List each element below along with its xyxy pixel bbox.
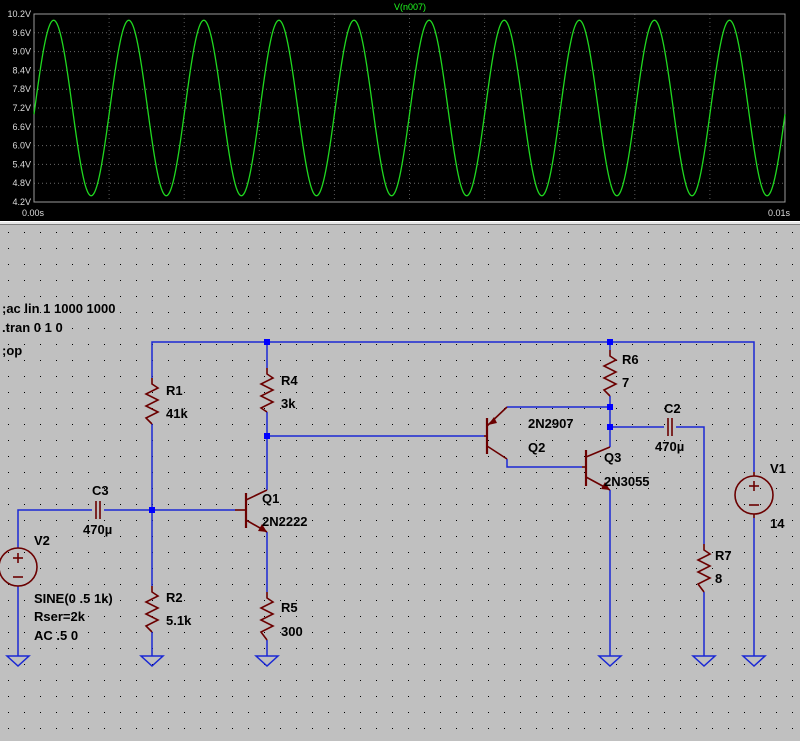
label-v2-rser: Rser=2k [34, 609, 86, 624]
x-axis-start-label: 0.00s [22, 208, 45, 218]
schematic-canvas[interactable]: ;ac lin 1 1000 1000 .tran 0 1 0 ;op [0, 225, 800, 736]
label-q3-name: Q3 [604, 450, 621, 465]
directive-ac[interactable]: ;ac lin 1 1000 1000 [2, 301, 115, 316]
label-c3-name: C3 [92, 483, 109, 498]
label-v2-ac: AC .5 0 [34, 628, 78, 643]
ground-symbol-q3 [597, 655, 623, 668]
label-r4-name: R4 [281, 373, 298, 388]
label-c3-value: 470µ [83, 522, 112, 537]
label-q3-value: 2N3055 [604, 474, 650, 489]
trace-v-n007 [33, 19, 786, 197]
wire-supply-rail [151, 341, 755, 472]
resistor-r5[interactable] [259, 592, 275, 641]
y-tick-label: 10.2V [7, 9, 31, 19]
y-tick-label: 4.8V [12, 178, 31, 188]
transistor-q1[interactable] [235, 489, 268, 533]
capacitor-c3[interactable] [95, 501, 101, 519]
plot-frame [33, 13, 786, 203]
label-r7-value: 8 [715, 571, 722, 586]
directive-op[interactable]: ;op [2, 343, 22, 358]
plot-grid [34, 13, 785, 203]
voltage-source-v2[interactable] [0, 547, 38, 587]
label-r1-name: R1 [166, 383, 183, 398]
y-tick-label: 6.0V [12, 141, 31, 151]
label-r1-value: 41k [166, 406, 188, 421]
ground-symbol-r2 [139, 655, 165, 668]
label-r6-value: 7 [622, 375, 629, 390]
wire-q2-q3-base [506, 459, 582, 468]
junctions [149, 339, 613, 513]
label-q2-value: 2N2907 [528, 416, 574, 431]
pane-splitter[interactable] [0, 221, 800, 225]
resistor-r1[interactable] [144, 378, 160, 425]
wire-v2-c3 [17, 509, 92, 548]
label-r2-name: R2 [166, 590, 183, 605]
label-q2-name: Q2 [528, 440, 545, 455]
waveform-plot-pane[interactable]: 10.2V 9.6V 9.0V 8.4V 7.8V 7.2V 6.6V 6.0V 5.4V 4.8… [0, 0, 800, 221]
resistor-r4[interactable] [259, 368, 275, 413]
label-r6-name: R6 [622, 352, 639, 367]
label-r7-name: R7 [715, 548, 732, 563]
directive-tran[interactable]: .tran 0 1 0 [2, 320, 63, 335]
transistor-q3[interactable] [582, 446, 611, 491]
schematic-grid-dots [0, 225, 800, 736]
resistor-r6[interactable] [602, 350, 618, 397]
ground-symbol-v1 [741, 655, 767, 668]
label-c2-name: C2 [664, 401, 681, 416]
y-tick-label: 7.8V [12, 84, 31, 94]
ground-symbol-r5 [254, 655, 280, 668]
voltage-source-v1[interactable] [734, 472, 774, 518]
label-v1-name: V1 [770, 461, 786, 476]
label-q1-name: Q1 [262, 491, 279, 506]
label-r2-value: 5.1k [166, 613, 192, 628]
waveform-plot[interactable]: 10.2V 9.6V 9.0V 8.4V 7.8V 7.2V 6.6V 6.0V 5.4V 4.8… [0, 0, 800, 221]
label-q1-value: 2N2222 [262, 514, 308, 529]
y-tick-label: 9.0V [12, 47, 31, 57]
y-tick-label: 5.4V [12, 159, 31, 169]
y-tick-label: 4.2V [12, 197, 31, 207]
label-r5-value: 300 [281, 624, 303, 639]
y-axis-tick-labels: 10.2V 9.6V 9.0V 8.4V 7.8V 7.2V 6.6V 6.0V 5.4V 4.8… [7, 9, 31, 207]
label-v1-value: 14 [770, 516, 785, 531]
transistor-q2[interactable] [484, 406, 508, 460]
label-v2-sine: SINE(0 .5 1k) [34, 591, 113, 606]
ground-symbol-v2 [5, 655, 31, 668]
schematic-pane[interactable]: ;ac lin 1 1000 1000 .tran 0 1 0 ;op [0, 225, 800, 736]
wires [17, 341, 755, 656]
label-v2-name: V2 [34, 533, 50, 548]
y-tick-label: 8.4V [12, 65, 31, 75]
label-r5-name: R5 [281, 600, 298, 615]
resistor-r7[interactable] [696, 544, 712, 593]
label-r4-value: 3k [281, 396, 296, 411]
capacitor-c2[interactable] [667, 418, 673, 436]
wire-c2-r7 [676, 426, 705, 544]
x-axis-end-label: 0.01s [768, 208, 791, 218]
y-tick-label: 9.6V [12, 28, 31, 38]
y-tick-label: 6.6V [12, 122, 31, 132]
trace-title[interactable]: V(n007) [394, 2, 426, 12]
ground-symbol-r7 [691, 655, 717, 668]
label-c2-value: 470µ [655, 439, 684, 454]
y-tick-label: 7.2V [12, 103, 31, 113]
resistor-r2[interactable] [144, 586, 160, 633]
